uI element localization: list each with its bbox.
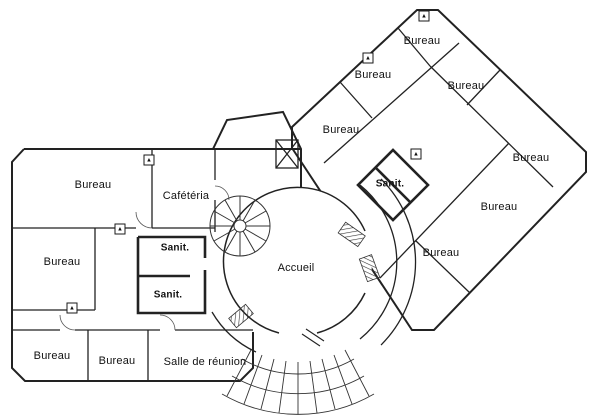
room-label-bureau-s: Bureau [98,355,136,367]
plan-symbol-icon [362,52,374,64]
room-label-bureau-e-lower: Bureau [480,201,518,213]
plan-symbol-icon [114,223,126,235]
room-label-sanit-lower: Sanit. [153,289,183,301]
room-label-salle-reunion: Salle de réunion [163,356,247,368]
plan-symbol-icon [66,302,78,314]
elevator-shaft [275,139,299,169]
plan-symbol-icon [143,154,155,166]
room-label-sanit-east: Sanit. [375,178,405,190]
room-label-bureau-ne-upper: Bureau [354,69,392,81]
entrance-doors [301,328,325,347]
room-label-bureau-top: Bureau [403,35,441,47]
room-label-bureau-ne-right: Bureau [447,80,485,92]
sanitary-block-west-walls [136,235,207,315]
room-label-bureau-e-right: Bureau [512,152,550,164]
room-label-bureau-e-upper: Bureau [322,124,360,136]
left-wing-walls [11,110,302,382]
planter-hatch [228,221,381,329]
room-label-sanit-upper: Sanit. [160,242,190,254]
right-wing-interior-walls [323,27,554,294]
door-swings [59,185,230,331]
corridor-arcs [211,178,417,353]
room-label-bureau-sw: Bureau [33,350,71,362]
room-label-bureau-se: Bureau [422,247,460,259]
room-label-cafeteria: Cafétéria [162,190,210,202]
room-label-bureau-nw: Bureau [74,179,112,191]
plan-symbol-icon [410,148,422,160]
reception-floor [224,188,372,336]
plan-symbol-icon [418,10,430,22]
entrance-steps [221,349,375,415]
spiral-staircase [209,195,271,257]
room-label-accueil: Accueil [277,262,315,274]
room-label-bureau-w: Bureau [43,256,81,268]
